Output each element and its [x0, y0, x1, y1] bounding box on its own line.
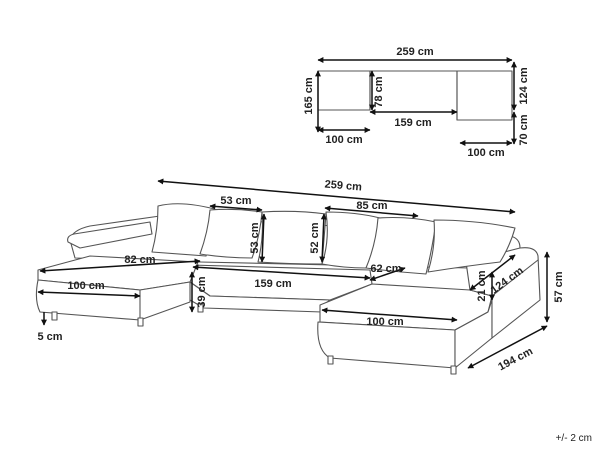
top-view-dimensions — [315, 57, 517, 146]
middle-width-label: 159 cm — [254, 278, 292, 290]
cushion-small-height-arrow — [259, 213, 267, 263]
right-chaise-width-arrow — [321, 307, 458, 323]
top-depth-right-label: 124 cm — [518, 67, 530, 105]
right-chaise-width-label: 100 cm — [366, 316, 404, 328]
top-left-seat-label: 100 cm — [325, 134, 363, 146]
top-width-label: 259 cm — [396, 46, 434, 58]
leg-height-label: 5 cm — [37, 331, 62, 343]
middle-width-arrow — [192, 264, 371, 281]
total-width-arrow — [157, 178, 516, 215]
left-chaise-width-arrow — [37, 289, 141, 299]
sofa-left-arm — [67, 221, 153, 249]
sofa-right-chaise-front — [317, 321, 456, 369]
left-seat-depth-label: 82 cm — [124, 254, 155, 266]
leg-right-side — [450, 365, 457, 375]
left-seat-depth-arrow — [39, 258, 201, 274]
top-view-labels: 259 cm 165 cm 78 cm 159 cm 100 cm 100 cm… — [303, 46, 530, 159]
top-depth-left-label: 165 cm — [303, 77, 315, 115]
cushion-small-width-label: 53 cm — [220, 195, 251, 207]
leg-right-front — [327, 355, 334, 365]
cushion-large-width-arrow — [324, 205, 419, 219]
leg-left-side — [51, 311, 58, 321]
sofa-dimensions — [37, 178, 550, 369]
total-height-label: 57 cm — [553, 271, 565, 302]
cushion-large-width-label: 85 cm — [356, 200, 387, 212]
top-inner-width-label: 159 cm — [394, 117, 432, 129]
cushion-small-height-label: 53 cm — [249, 222, 261, 253]
left-chaise-width-label: 100 cm — [67, 280, 105, 292]
top-right-back-label: 70 cm — [518, 114, 530, 145]
seat-height-label: 39 cm — [196, 276, 208, 307]
armrest-height-label: 21 cm — [476, 270, 488, 301]
leg-middle — [197, 303, 204, 313]
right-seat-depth-arrow — [369, 266, 406, 282]
top-right-seat-label: 100 cm — [467, 147, 505, 159]
cushion-large-height-arrow — [319, 213, 327, 263]
tolerance-note: +/- 2 cm — [556, 433, 592, 444]
right-seat-depth-label: 62 cm — [370, 263, 401, 275]
total-depth-arrow — [467, 325, 548, 369]
cushion-large-height-label: 52 cm — [309, 222, 321, 253]
cushion-small-width-arrow — [209, 203, 263, 213]
top-inner-depth-label: 78 cm — [373, 76, 385, 107]
total-width-label: 259 cm — [324, 179, 362, 194]
cushion-5 — [365, 216, 437, 275]
leg-left-front — [137, 317, 144, 327]
